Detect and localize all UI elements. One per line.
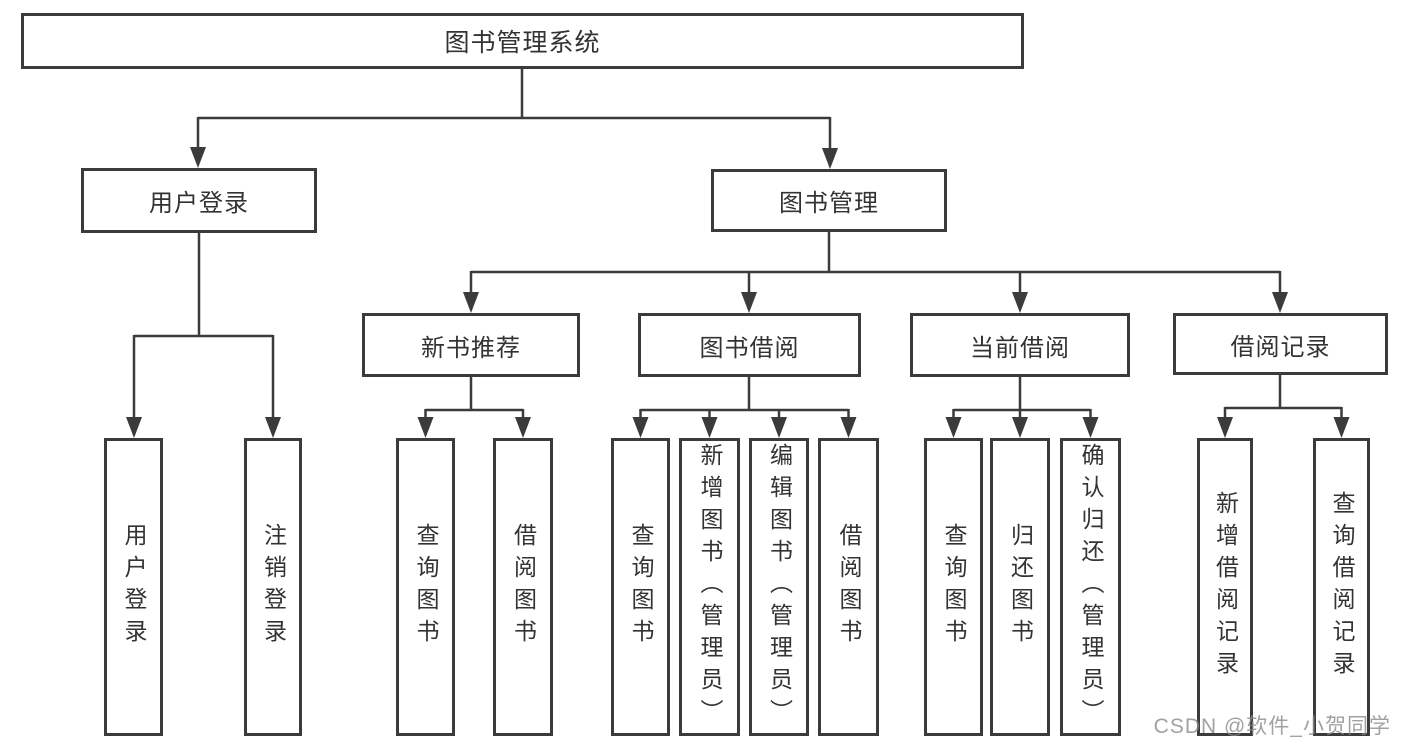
node-borrowing-records: 借阅记录 xyxy=(1173,313,1388,375)
node-label: 新增借阅记录 xyxy=(1212,491,1239,683)
node-label: 图书借阅 xyxy=(699,334,800,362)
node-label: 注销登录 xyxy=(260,523,287,651)
node-book-management: 图书管理 xyxy=(711,169,947,232)
leaf-add-borrow-record: 新增借阅记录 xyxy=(1197,438,1253,736)
node-label: 用户登录 xyxy=(149,190,249,217)
leaf-logout: 注销登录 xyxy=(244,438,302,736)
node-label: 图书管理系统 xyxy=(444,29,601,57)
node-label: 借阅图书 xyxy=(836,523,862,651)
node-label: 当前借阅 xyxy=(970,334,1070,362)
node-label: 借阅图书 xyxy=(510,523,537,651)
node-label: 新书推荐 xyxy=(421,334,521,362)
node-label: 查询图书 xyxy=(628,523,654,651)
node-label: 查询图书 xyxy=(941,523,967,651)
node-label: 用户登录 xyxy=(121,523,147,651)
leaf-user-login: 用户登录 xyxy=(104,438,163,736)
leaf-query-borrow-record: 查询借阅记录 xyxy=(1313,438,1370,736)
arrowheads xyxy=(126,147,1350,438)
leaf-current-query-books: 查询图书 xyxy=(924,438,983,736)
leaf-confirm-return-admin: 确认归还（管理员） xyxy=(1060,438,1121,736)
node-label: 图书管理 xyxy=(779,190,879,217)
leaf-borrowing-query-books: 查询图书 xyxy=(611,438,670,736)
leaf-borrow-books: 借阅图书 xyxy=(818,438,879,736)
leaf-recommend-borrow-books: 借阅图书 xyxy=(493,438,553,736)
node-label: 新增图书（管理员） xyxy=(697,443,723,731)
node-current-borrowing: 当前借阅 xyxy=(910,313,1130,377)
node-label: 编辑图书（管理员） xyxy=(766,443,793,731)
leaf-recommend-query-books: 查询图书 xyxy=(396,438,455,736)
node-new-book-recommend: 新书推荐 xyxy=(362,313,580,377)
node-user-login: 用户登录 xyxy=(81,168,317,233)
node-label: 查询借阅记录 xyxy=(1329,491,1355,683)
node-book-borrowing: 图书借阅 xyxy=(638,313,861,377)
csdn-watermark: CSDN @软件_小贺同学 xyxy=(1153,715,1391,738)
leaf-add-books-admin: 新增图书（管理员） xyxy=(679,438,740,736)
node-root-library-system: 图书管理系统 xyxy=(21,13,1024,69)
node-label: 借阅记录 xyxy=(1230,333,1331,361)
node-label: 确认归还（管理员） xyxy=(1078,443,1104,731)
node-label: 归还图书 xyxy=(1007,523,1034,651)
leaf-edit-books-admin: 编辑图书（管理员） xyxy=(749,438,809,736)
node-label: 查询图书 xyxy=(413,523,439,651)
leaf-return-books: 归还图书 xyxy=(990,438,1050,736)
